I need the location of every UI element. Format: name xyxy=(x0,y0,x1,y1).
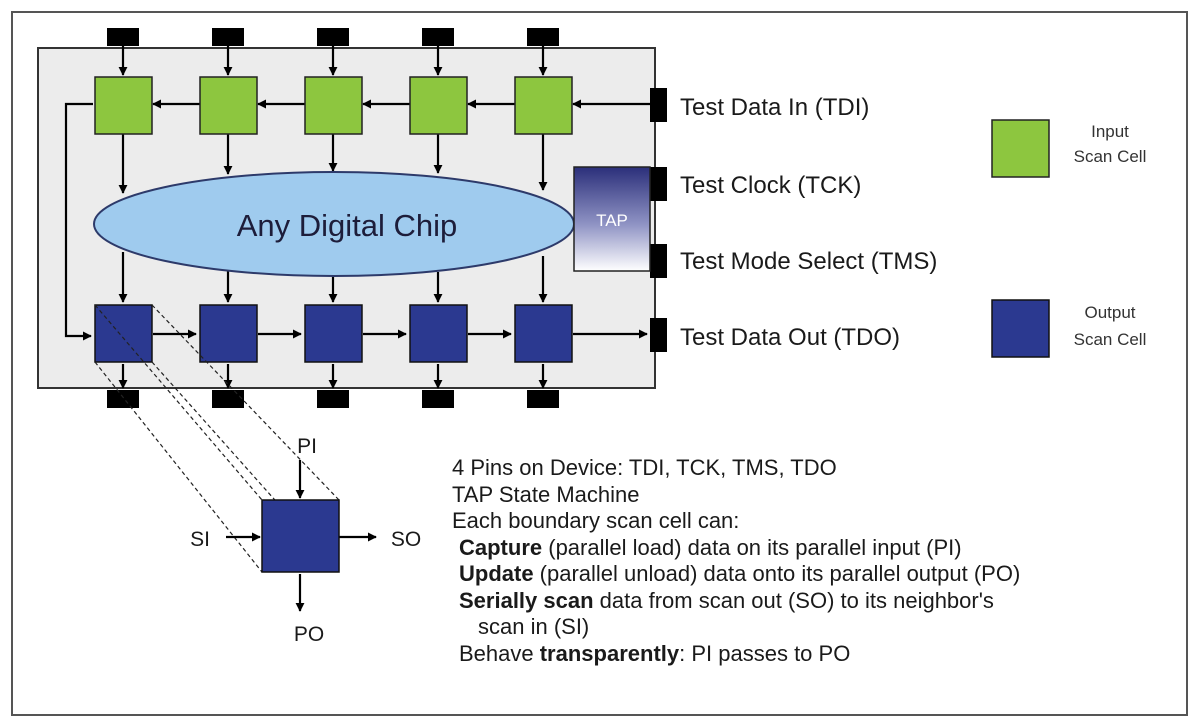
input-scan-cell xyxy=(199,76,258,135)
tck-label: Test Clock (TCK) xyxy=(680,172,861,199)
description-notes: 4 Pins on Device: TDI, TCK, TMS, TDO TAP… xyxy=(452,455,1172,667)
note-behave-pre: Behave xyxy=(459,640,540,666)
connections xyxy=(64,46,650,389)
top-pin xyxy=(107,28,139,46)
output-scan-cells xyxy=(94,304,573,363)
output-scan-cell xyxy=(94,304,153,363)
input-scan-cell xyxy=(304,76,363,135)
output-scan-cell xyxy=(409,304,468,363)
legend-input-line2: Scan Cell xyxy=(1074,147,1147,166)
note-cell-can: Each boundary scan cell can: xyxy=(452,508,740,533)
po-label: PO xyxy=(294,623,324,646)
tms-label: Test Mode Select (TMS) xyxy=(680,248,937,275)
so-label: SO xyxy=(391,528,421,551)
legend-input-line1: Input xyxy=(1091,122,1129,141)
tms-pin xyxy=(650,244,667,278)
bottom-pin xyxy=(107,390,139,408)
output-scan-cell xyxy=(514,304,573,363)
input-scan-cell xyxy=(94,76,153,135)
output-scan-cell xyxy=(304,304,363,363)
top-pin xyxy=(422,28,454,46)
note-update-bold: Update xyxy=(459,561,534,586)
note-serial-cont: scan in (SI) xyxy=(478,614,590,639)
note-behave-rest: : PI passes to PO xyxy=(679,640,851,666)
output-scan-cell xyxy=(199,304,258,363)
tdo-label: Test Data Out (TDO) xyxy=(680,324,900,351)
chip-label: Any Digital Chip xyxy=(237,208,458,243)
cell-detail-labels: PI PO SI SO xyxy=(190,435,421,646)
note-behave: Behave transparently: PI passes to PO xyxy=(452,641,1172,668)
note-update: Update (parallel unload) data onto its p… xyxy=(452,561,1172,588)
note-pins: 4 Pins on Device: TDI, TCK, TMS, TDO xyxy=(452,455,837,480)
zoom-line xyxy=(94,361,263,573)
top-pin xyxy=(212,28,244,46)
top-pin xyxy=(527,28,559,46)
note-update-rest: (parallel unload) data onto its parallel… xyxy=(533,561,1021,586)
zoom-line xyxy=(94,304,263,501)
tdo-pin xyxy=(650,318,667,352)
right-pins xyxy=(650,88,667,352)
tap-controller xyxy=(573,166,651,272)
note-capture-rest: (parallel load) data on its parallel inp… xyxy=(542,534,962,560)
bottom-pin xyxy=(422,390,454,408)
note-capture-bold: Capture xyxy=(459,534,543,560)
legend-output-swatch xyxy=(991,299,1050,358)
cell-detail-arrows xyxy=(226,460,377,612)
arrow xyxy=(64,102,93,341)
note-behave-bold: transparently xyxy=(539,640,680,666)
note-serial: Serially scan data from scan out (SO) to… xyxy=(452,588,1172,615)
tdi-label: Test Data In (TDI) xyxy=(680,94,869,121)
input-scan-cells xyxy=(94,76,573,135)
bottom-pin xyxy=(212,390,244,408)
si-label: SI xyxy=(190,528,210,551)
input-scan-cell xyxy=(409,76,468,135)
top-pins xyxy=(107,28,559,46)
bottom-pin xyxy=(527,390,559,408)
note-tap: TAP State Machine xyxy=(452,481,640,507)
bottom-pins xyxy=(107,390,559,408)
legend-input-swatch xyxy=(991,119,1050,178)
enlarged-scan-cell xyxy=(261,499,340,573)
pin-labels: Test Data In (TDI) Test Clock (TCK) Test… xyxy=(680,94,937,351)
zoom-line xyxy=(151,304,340,501)
top-pin xyxy=(317,28,349,46)
legend-output-line2: Scan Cell xyxy=(1074,330,1147,349)
note-serial-bold: Serially scan xyxy=(459,587,594,613)
bottom-pin xyxy=(317,390,349,408)
input-scan-cell xyxy=(514,76,573,135)
note-serial-rest: data from scan out (SO) to its neighbor'… xyxy=(593,587,994,613)
note-capture: Capture (parallel load) data on its para… xyxy=(452,535,1172,562)
tap-label: TAP xyxy=(596,211,628,230)
tck-pin xyxy=(650,167,667,201)
pi-label: PI xyxy=(297,435,317,458)
tdi-pin xyxy=(650,88,667,122)
legend-output-line1: Output xyxy=(1084,303,1135,322)
